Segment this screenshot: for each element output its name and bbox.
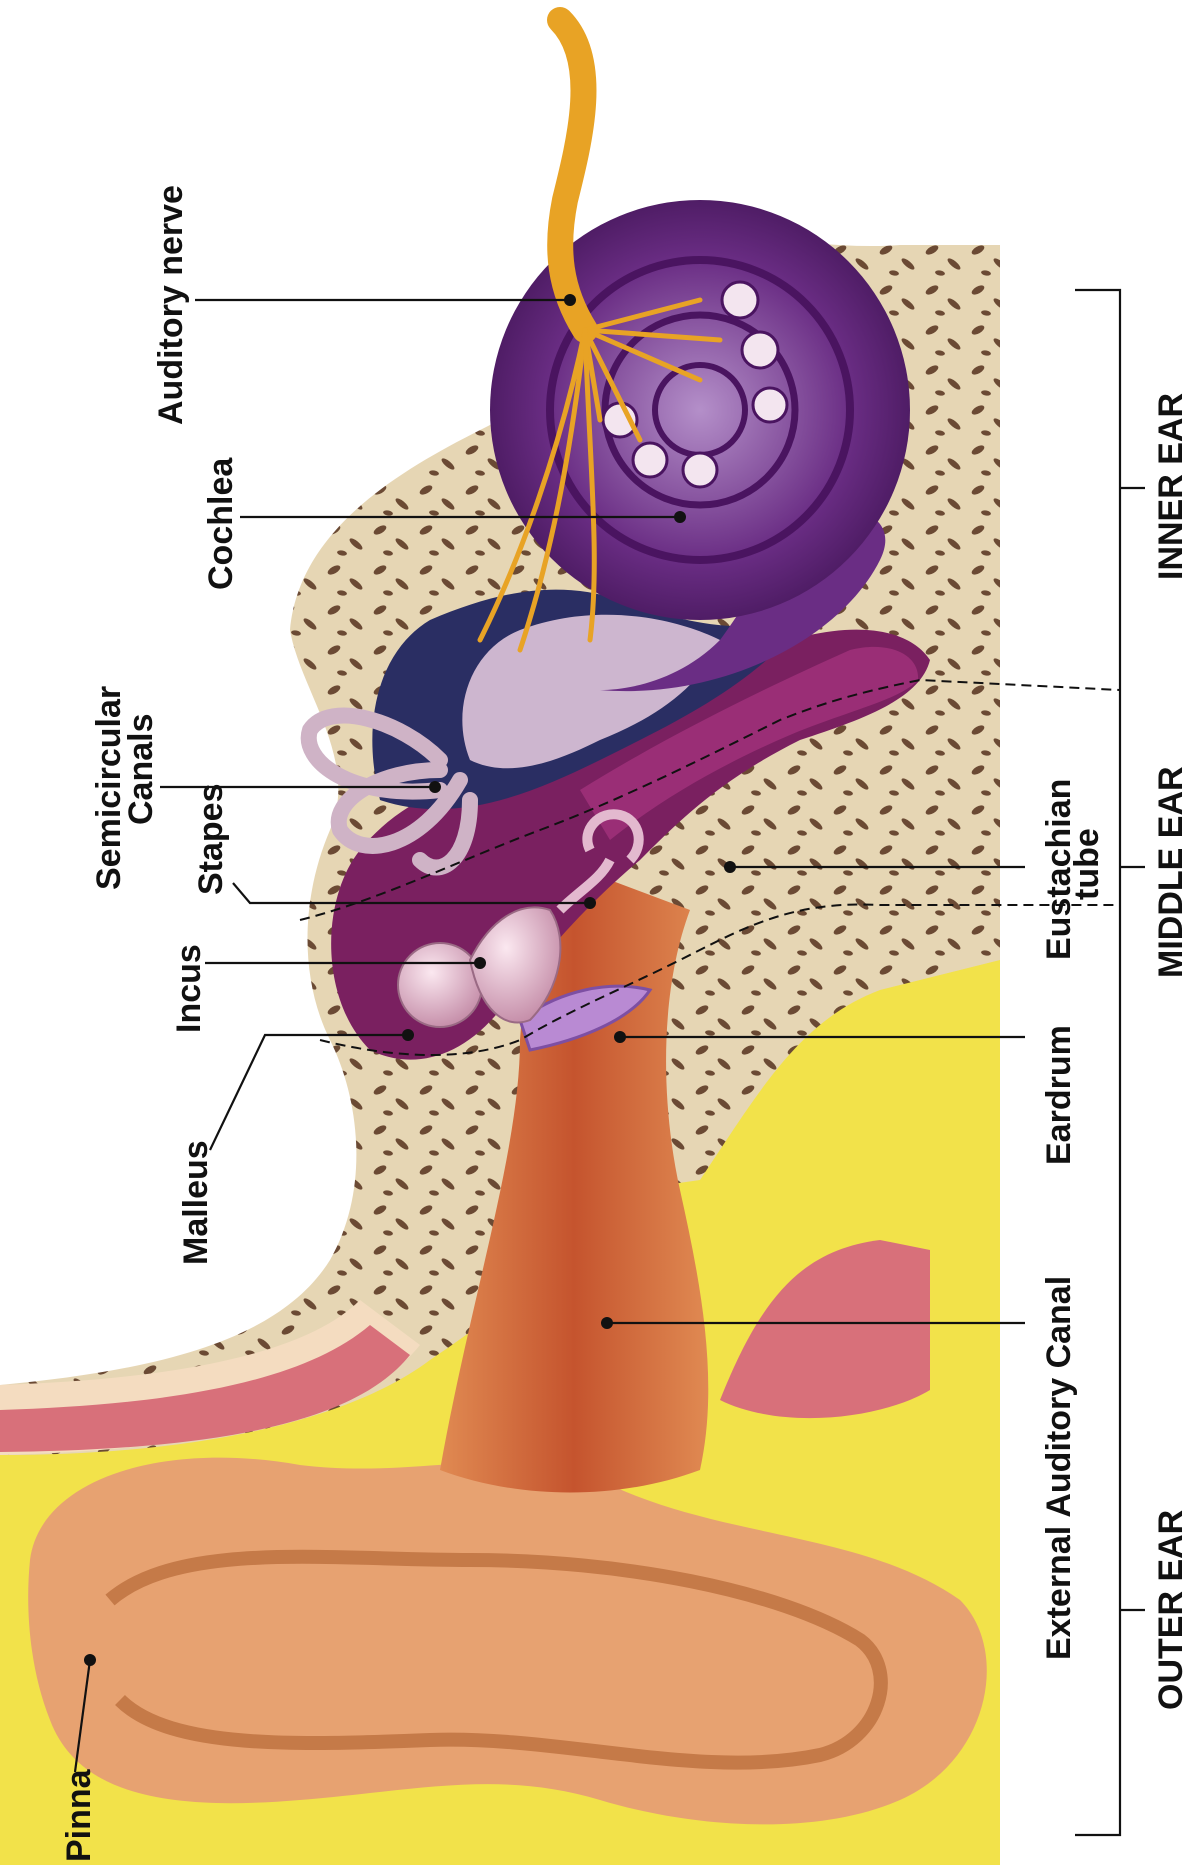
pinna-dot xyxy=(84,1654,96,1666)
eardrum-dot xyxy=(614,1031,626,1043)
auditory-nerve-dot xyxy=(564,294,576,306)
label-eustachian-line2: tube xyxy=(1068,828,1106,900)
label-semicircular-line2: Canals xyxy=(122,714,160,826)
cochlea-dot xyxy=(674,511,686,523)
label-malleus: Malleus xyxy=(177,1140,215,1265)
label-inner-ear: INNER EAR xyxy=(1152,393,1185,580)
malleus-shape xyxy=(398,943,482,1027)
incus-dot xyxy=(474,957,486,969)
label-middle-ear: MIDDLE EAR xyxy=(1152,766,1185,978)
label-outer-ear: OUTER EAR xyxy=(1152,1510,1185,1710)
label-stapes: Stapes xyxy=(192,784,230,896)
stapes-dot xyxy=(584,897,596,909)
label-external-canal: External Auditory Canal xyxy=(1040,1276,1078,1660)
label-cochlea: Cochlea xyxy=(202,457,240,590)
external-canal-dot xyxy=(601,1317,613,1329)
semicircular-dot xyxy=(429,781,441,793)
label-eardrum: Eardrum xyxy=(1040,1025,1078,1165)
label-auditory-nerve: Auditory nerve xyxy=(152,185,190,425)
malleus-dot xyxy=(402,1029,414,1041)
region-bracket xyxy=(1075,290,1145,1835)
label-pinna: Pinna xyxy=(60,1768,98,1862)
eustachian-dot xyxy=(724,861,736,873)
label-incus: Incus xyxy=(170,944,208,1033)
